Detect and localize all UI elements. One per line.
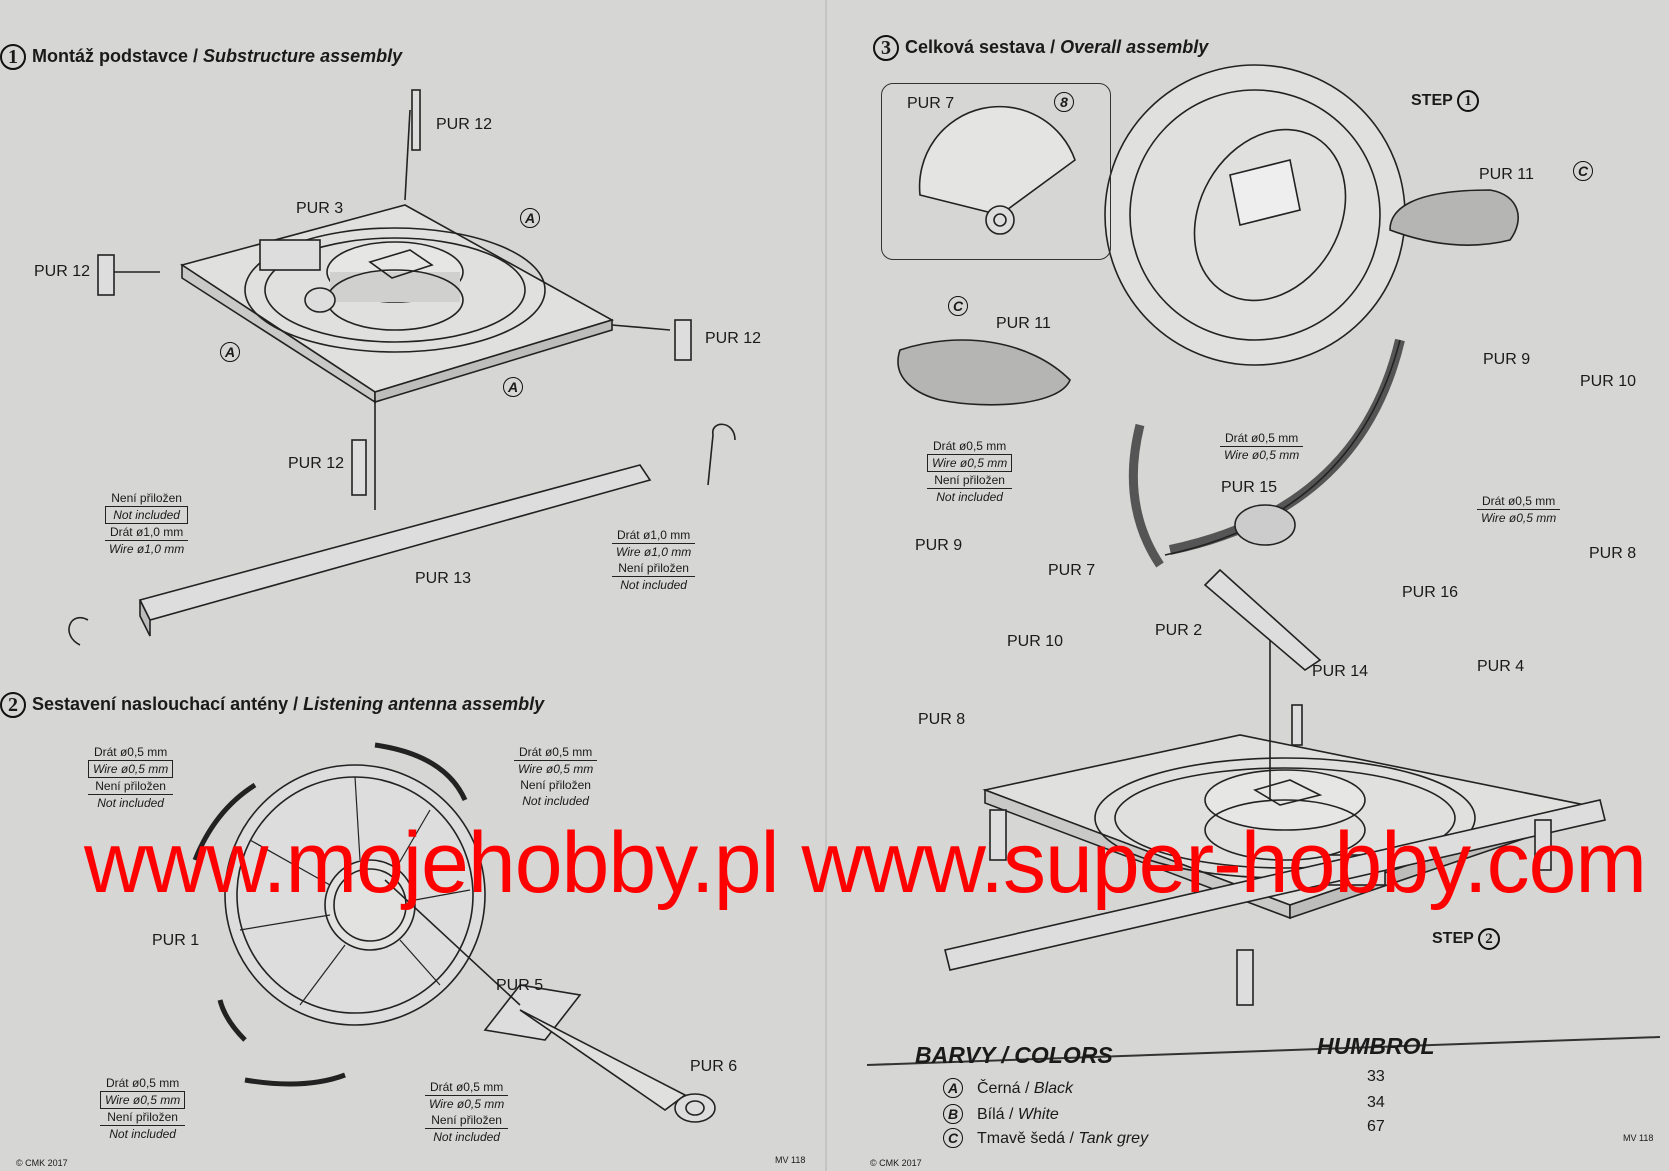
label-pur9: PUR 9: [1483, 351, 1531, 368]
label-pur3: PUR 3: [296, 200, 344, 217]
copyright: © CMK 2017: [16, 1158, 68, 1168]
label-pur2: PUR 2: [1155, 622, 1203, 639]
humbrol-code: 33: [1367, 1068, 1385, 1085]
humbrol-code: 34: [1367, 1094, 1385, 1111]
model-code: MV 118: [775, 1155, 806, 1165]
model-code: MV 118: [1623, 1133, 1654, 1143]
watermark: www.mojehobby.pl www.super-hobby.com: [84, 815, 1647, 911]
label-pur11-left: PUR 11: [996, 315, 1051, 332]
label-pur12-right: PUR 12: [705, 330, 762, 347]
label-pur9-left: PUR 9: [915, 537, 963, 554]
label-pur8: PUR 8: [1589, 545, 1637, 562]
label-pur14: PUR 14: [1312, 663, 1369, 680]
step-1-label: STEP 1: [1411, 90, 1485, 112]
step-2-label: STEP 2: [1432, 928, 1506, 950]
marker-a: A: [520, 208, 540, 228]
label-pur12-top: PUR 12: [436, 116, 493, 133]
marker-c: C: [1573, 161, 1593, 181]
pur7-detail-inset: [881, 83, 1111, 260]
marker-a: A: [503, 377, 523, 397]
label-pur7-inset: PUR 7: [907, 95, 955, 112]
label-pur12-left: PUR 12: [34, 263, 91, 280]
label-pur16: PUR 16: [1402, 584, 1459, 601]
label-pur12-bottom: PUR 12: [288, 455, 345, 472]
label-pur6: PUR 6: [690, 1058, 738, 1075]
label-pur10-left: PUR 10: [1007, 633, 1064, 650]
marker-a: A: [220, 342, 240, 362]
label-pur11-right: PUR 11: [1479, 166, 1534, 183]
label-pur1: PUR 1: [152, 932, 200, 949]
label-pur4: PUR 4: [1477, 658, 1525, 675]
label-pur7: PUR 7: [1048, 562, 1096, 579]
marker-8: 8: [1054, 92, 1074, 112]
label-pur8-left: PUR 8: [918, 711, 966, 728]
colors-heading: BARVY / COLORS: [915, 1042, 1113, 1068]
marker-c: C: [948, 296, 968, 316]
humbrol-code: 67: [1367, 1118, 1385, 1135]
label-pur13: PUR 13: [415, 570, 472, 587]
humbrol-heading: HUMBROL: [1317, 1033, 1435, 1059]
copyright: © CMK 2017: [870, 1158, 922, 1168]
label-pur5: PUR 5: [496, 977, 544, 994]
label-pur10: PUR 10: [1580, 373, 1637, 390]
label-pur15: PUR 15: [1221, 479, 1278, 496]
